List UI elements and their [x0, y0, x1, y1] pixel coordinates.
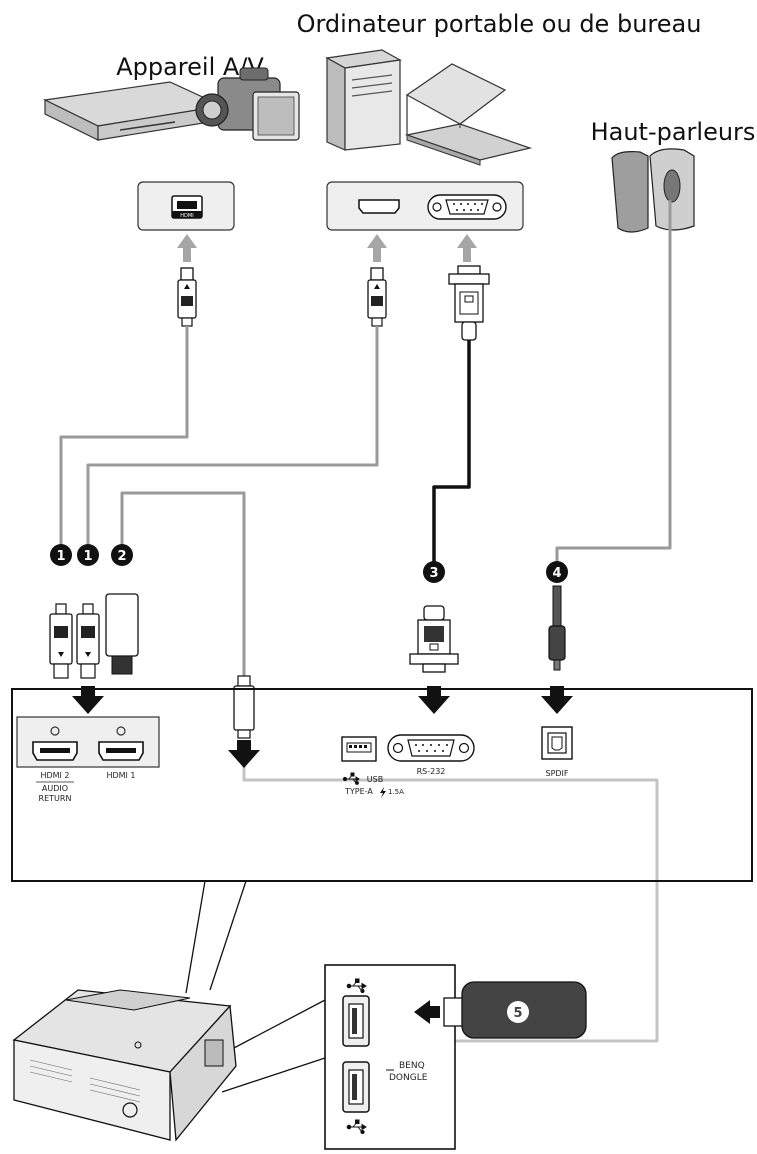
- hdmi-plug-computer: [367, 267, 387, 327]
- arrow-up-icon: [177, 234, 197, 262]
- hdmi-plug-av: [177, 267, 197, 327]
- cable-marker: [77, 544, 99, 566]
- vga-plug-rs232: [409, 605, 459, 673]
- hdmi2-label: HDMI 2: [40, 771, 69, 780]
- arrow-down-icon: [72, 686, 104, 714]
- arrow-up-icon: [457, 234, 477, 262]
- cable-marker: [111, 544, 133, 566]
- rs232-port-block: [387, 734, 475, 762]
- benq-label: BENQ: [399, 1061, 425, 1071]
- arrow-up-icon: [367, 234, 387, 262]
- cable-hdmi-av: [59, 326, 189, 565]
- usb-symbol-icon: [342, 772, 360, 785]
- cable-marker-label: 1: [56, 549, 65, 564]
- usb-type-label: TYPE-A: [344, 787, 373, 796]
- arrow-down-icon: [418, 686, 450, 714]
- cable-marker-label: 4: [552, 566, 561, 581]
- cable-hdmi-dongle-power: [120, 491, 246, 676]
- projector-illustration: [12, 989, 237, 1142]
- hdmi2-label-audio: AUDIO: [42, 784, 68, 793]
- input-arrows: [72, 686, 573, 768]
- spdif-label: SPDIF: [545, 769, 568, 778]
- source-arrows: [177, 234, 477, 262]
- optical-audio-plug: [548, 585, 566, 671]
- power-bolt-icon: [380, 787, 386, 798]
- rs232-label: RS-232: [417, 767, 446, 776]
- usb-power-label: 1.5A: [388, 788, 404, 796]
- cable-marker-label: 5: [513, 1006, 522, 1021]
- usb-symbol-icon: [346, 978, 367, 994]
- heading-computer: Ordinateur portable ou de bureau: [297, 10, 702, 38]
- dongle-port-panel: [324, 964, 456, 1150]
- av-device-port-panel: HDMI: [137, 181, 235, 231]
- usb-label: USB: [367, 775, 383, 784]
- cable-marker: [50, 544, 72, 566]
- hdmi-ports-block: [16, 716, 160, 768]
- cable-marker: [546, 561, 568, 583]
- cable-marker-label: 2: [117, 549, 126, 564]
- desktop-tower-illustration: [325, 49, 402, 151]
- arrow-left-icon: [414, 1000, 440, 1024]
- cable-audio: [555, 200, 672, 565]
- cable-marker: [423, 561, 445, 583]
- cable-marker-label: 1: [83, 549, 92, 564]
- arrow-down-icon: [541, 686, 573, 714]
- usb-symbol-icon: [346, 1119, 367, 1135]
- vga-plug-computer: [448, 265, 490, 341]
- camcorder-illustration: [195, 67, 300, 141]
- usb-port-icon: [342, 995, 370, 1047]
- speakers-illustration: [611, 148, 695, 233]
- computer-port-panel: [326, 181, 524, 231]
- cable-marker: [507, 1001, 529, 1023]
- hdmi-plug-hdmi1: [76, 603, 100, 679]
- hdmi1-label: HDMI 1: [106, 771, 135, 780]
- usb-power-plug: [233, 675, 255, 739]
- cable-hdmi-computer: [86, 326, 379, 565]
- cable-usb-dongle: [242, 760, 659, 1043]
- hdmi-port-icon: [358, 199, 400, 214]
- projector-rear-panel: [11, 688, 753, 882]
- cable-marker-group: 1 1 2 3 4: [50, 544, 568, 583]
- usb-port-block: [341, 736, 377, 762]
- laptop-illustration: [404, 63, 533, 166]
- usb-port-icon: [342, 1061, 370, 1113]
- cable-marker-label: 3: [429, 566, 438, 581]
- hdmi2-label-return: RETURN: [39, 794, 72, 803]
- cables: [59, 200, 672, 1043]
- usb-port-icon: [341, 736, 377, 762]
- arrow-down-icon: [228, 740, 260, 768]
- spdif-port-block: [541, 726, 573, 760]
- hdmi-plug-hdmi2: [49, 603, 73, 679]
- cable-rs232: [432, 340, 471, 565]
- benq-dongle: 5: [443, 981, 587, 1039]
- hdmi-source-label: HDMI: [180, 213, 193, 219]
- hdmi-dongle-stick: [105, 593, 139, 675]
- heading-speakers: Haut-parleurs: [591, 118, 756, 146]
- vga-port-icon: [427, 194, 507, 220]
- dongle-label: DONGLE: [389, 1073, 428, 1083]
